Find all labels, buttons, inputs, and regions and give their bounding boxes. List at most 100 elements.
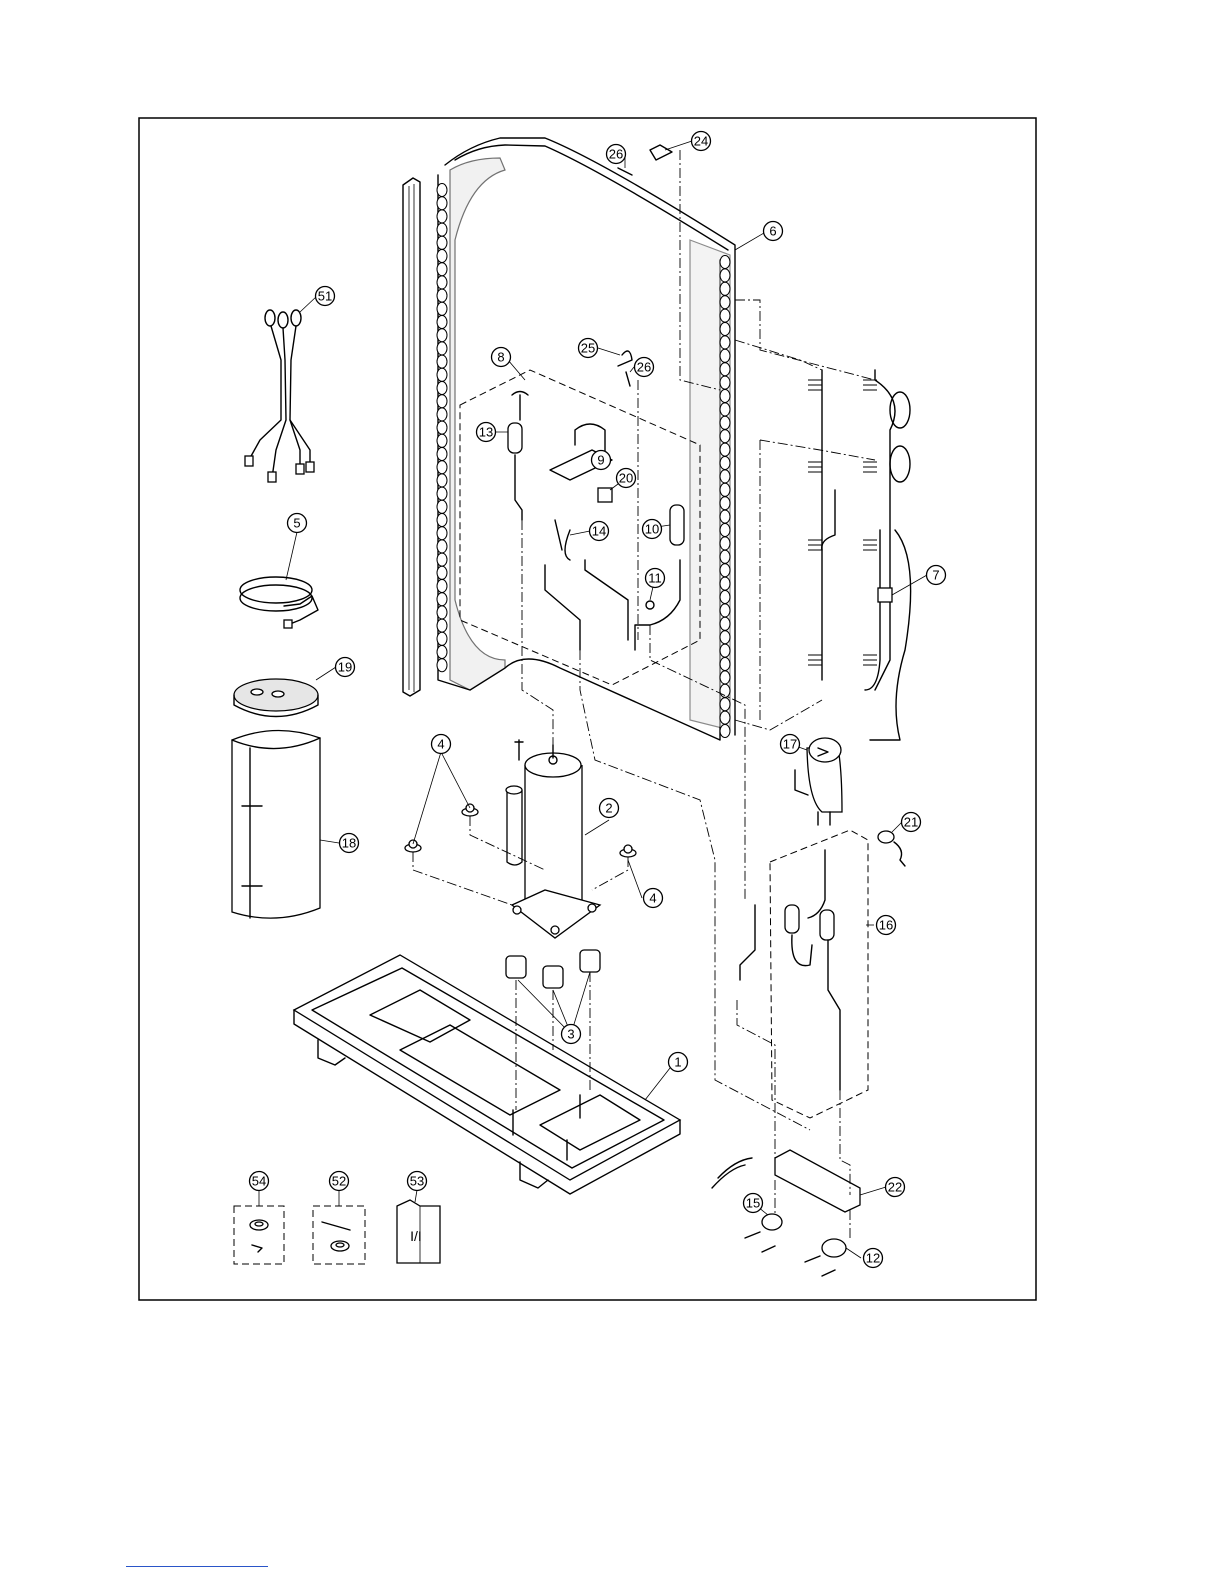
- coil-bend: [720, 390, 730, 403]
- coil-bend: [437, 540, 447, 553]
- coil-bend: [437, 408, 447, 421]
- coil-bend: [437, 302, 447, 315]
- coil-bend: [437, 210, 447, 223]
- callout-number: 16: [879, 918, 893, 933]
- callout-1: 1: [669, 1053, 688, 1072]
- callout-number: 3: [567, 1027, 574, 1042]
- coil-bend: [437, 646, 447, 659]
- coil-bend: [720, 550, 730, 563]
- wire-harness: [245, 310, 314, 482]
- callout-25: 25: [579, 339, 598, 358]
- coil-bend: [437, 197, 447, 210]
- callout-17: 17: [781, 735, 800, 754]
- coil-bend: [720, 564, 730, 577]
- callout-7: 7: [927, 566, 946, 585]
- coil-bend: [720, 430, 730, 443]
- callout-number: 1: [674, 1055, 681, 1070]
- coil-bend: [437, 250, 447, 263]
- pipes-right: [808, 370, 911, 740]
- coil-bend: [437, 368, 447, 381]
- callout-8: 8: [492, 348, 511, 367]
- callout-24: 24: [692, 132, 711, 151]
- callout-number: 24: [694, 134, 708, 149]
- callout-21: 21: [902, 813, 921, 832]
- coil-bend: [437, 263, 447, 276]
- coil-bend: [720, 457, 730, 470]
- coil-bend: [720, 644, 730, 657]
- callout-number: 54: [252, 1174, 266, 1189]
- coil-bend: [437, 355, 447, 368]
- coil-bend: [437, 580, 447, 593]
- coil-bend: [437, 342, 447, 355]
- coil-bend: [720, 510, 730, 523]
- base-tray: [294, 955, 680, 1194]
- coil-bend: [720, 577, 730, 590]
- callout-number: 13: [479, 425, 493, 440]
- callout-number: 15: [746, 1196, 760, 1211]
- coil-bend: [437, 434, 447, 447]
- coil-bend: [437, 329, 447, 342]
- coil-bend: [437, 514, 447, 527]
- side-plate: [403, 178, 420, 696]
- coil-bend: [437, 606, 447, 619]
- coil-bend: [720, 524, 730, 537]
- coil-bend: [437, 527, 447, 540]
- coil-bend: [720, 537, 730, 550]
- coil-bend: [720, 443, 730, 456]
- coil-bend: [720, 416, 730, 429]
- callout-number: 2: [605, 801, 612, 816]
- coil-bend: [720, 711, 730, 724]
- service-valves: [712, 1150, 860, 1276]
- callout-number: 26: [609, 147, 623, 162]
- coil-bend: [437, 632, 447, 645]
- callout-53: 53: [408, 1172, 427, 1191]
- insulation-top: [234, 679, 318, 717]
- callout-15: 15: [744, 1194, 763, 1213]
- coil-bend: [437, 659, 447, 672]
- coil-bend: [437, 448, 447, 461]
- callout-number: 21: [904, 815, 918, 830]
- coil-bend: [437, 553, 447, 566]
- accessory-kits: I/I: [234, 1200, 440, 1264]
- footer-rule: [126, 1566, 268, 1567]
- callout-10: 10: [643, 520, 662, 539]
- coil-bend: [720, 269, 730, 282]
- callout-11: 11: [646, 569, 665, 588]
- coil-bend: [720, 631, 730, 644]
- coil-bend: [437, 461, 447, 474]
- callout-number: 11: [648, 571, 662, 586]
- callout-52: 52: [330, 1172, 349, 1191]
- callout-number: 18: [342, 836, 356, 851]
- callout-2: 2: [600, 799, 619, 818]
- coil-bend: [437, 289, 447, 302]
- coil-bend: [437, 395, 447, 408]
- callout-number: 6: [769, 224, 776, 239]
- coil-bend: [437, 316, 447, 329]
- compressor: [506, 740, 600, 938]
- callout-number: 25: [581, 341, 595, 356]
- callout-51: 51: [316, 287, 335, 306]
- coil-bend: [437, 566, 447, 579]
- callout-number: 20: [619, 471, 633, 486]
- coil-bend: [720, 336, 730, 349]
- callout-6: 6: [764, 222, 783, 241]
- coil-bend: [720, 470, 730, 483]
- callout-54: 54: [250, 1172, 269, 1191]
- coil-bend: [720, 591, 730, 604]
- callout-number: 8: [497, 350, 504, 365]
- callout-4-top: 4: [432, 735, 451, 754]
- coil-bend: [437, 593, 447, 606]
- callout-14: 14: [590, 522, 609, 541]
- callout-number: 53: [410, 1174, 424, 1189]
- callout-20: 20: [617, 469, 636, 488]
- callout-9: 9: [592, 451, 611, 470]
- coil-bend: [720, 256, 730, 269]
- coil-bend: [437, 500, 447, 513]
- coil-bend: [437, 474, 447, 487]
- coil-bend: [720, 604, 730, 617]
- coil-bend: [437, 223, 447, 236]
- insulation-body: [232, 730, 320, 918]
- capillary-assembly: [740, 830, 868, 1118]
- coil-bend: [437, 421, 447, 434]
